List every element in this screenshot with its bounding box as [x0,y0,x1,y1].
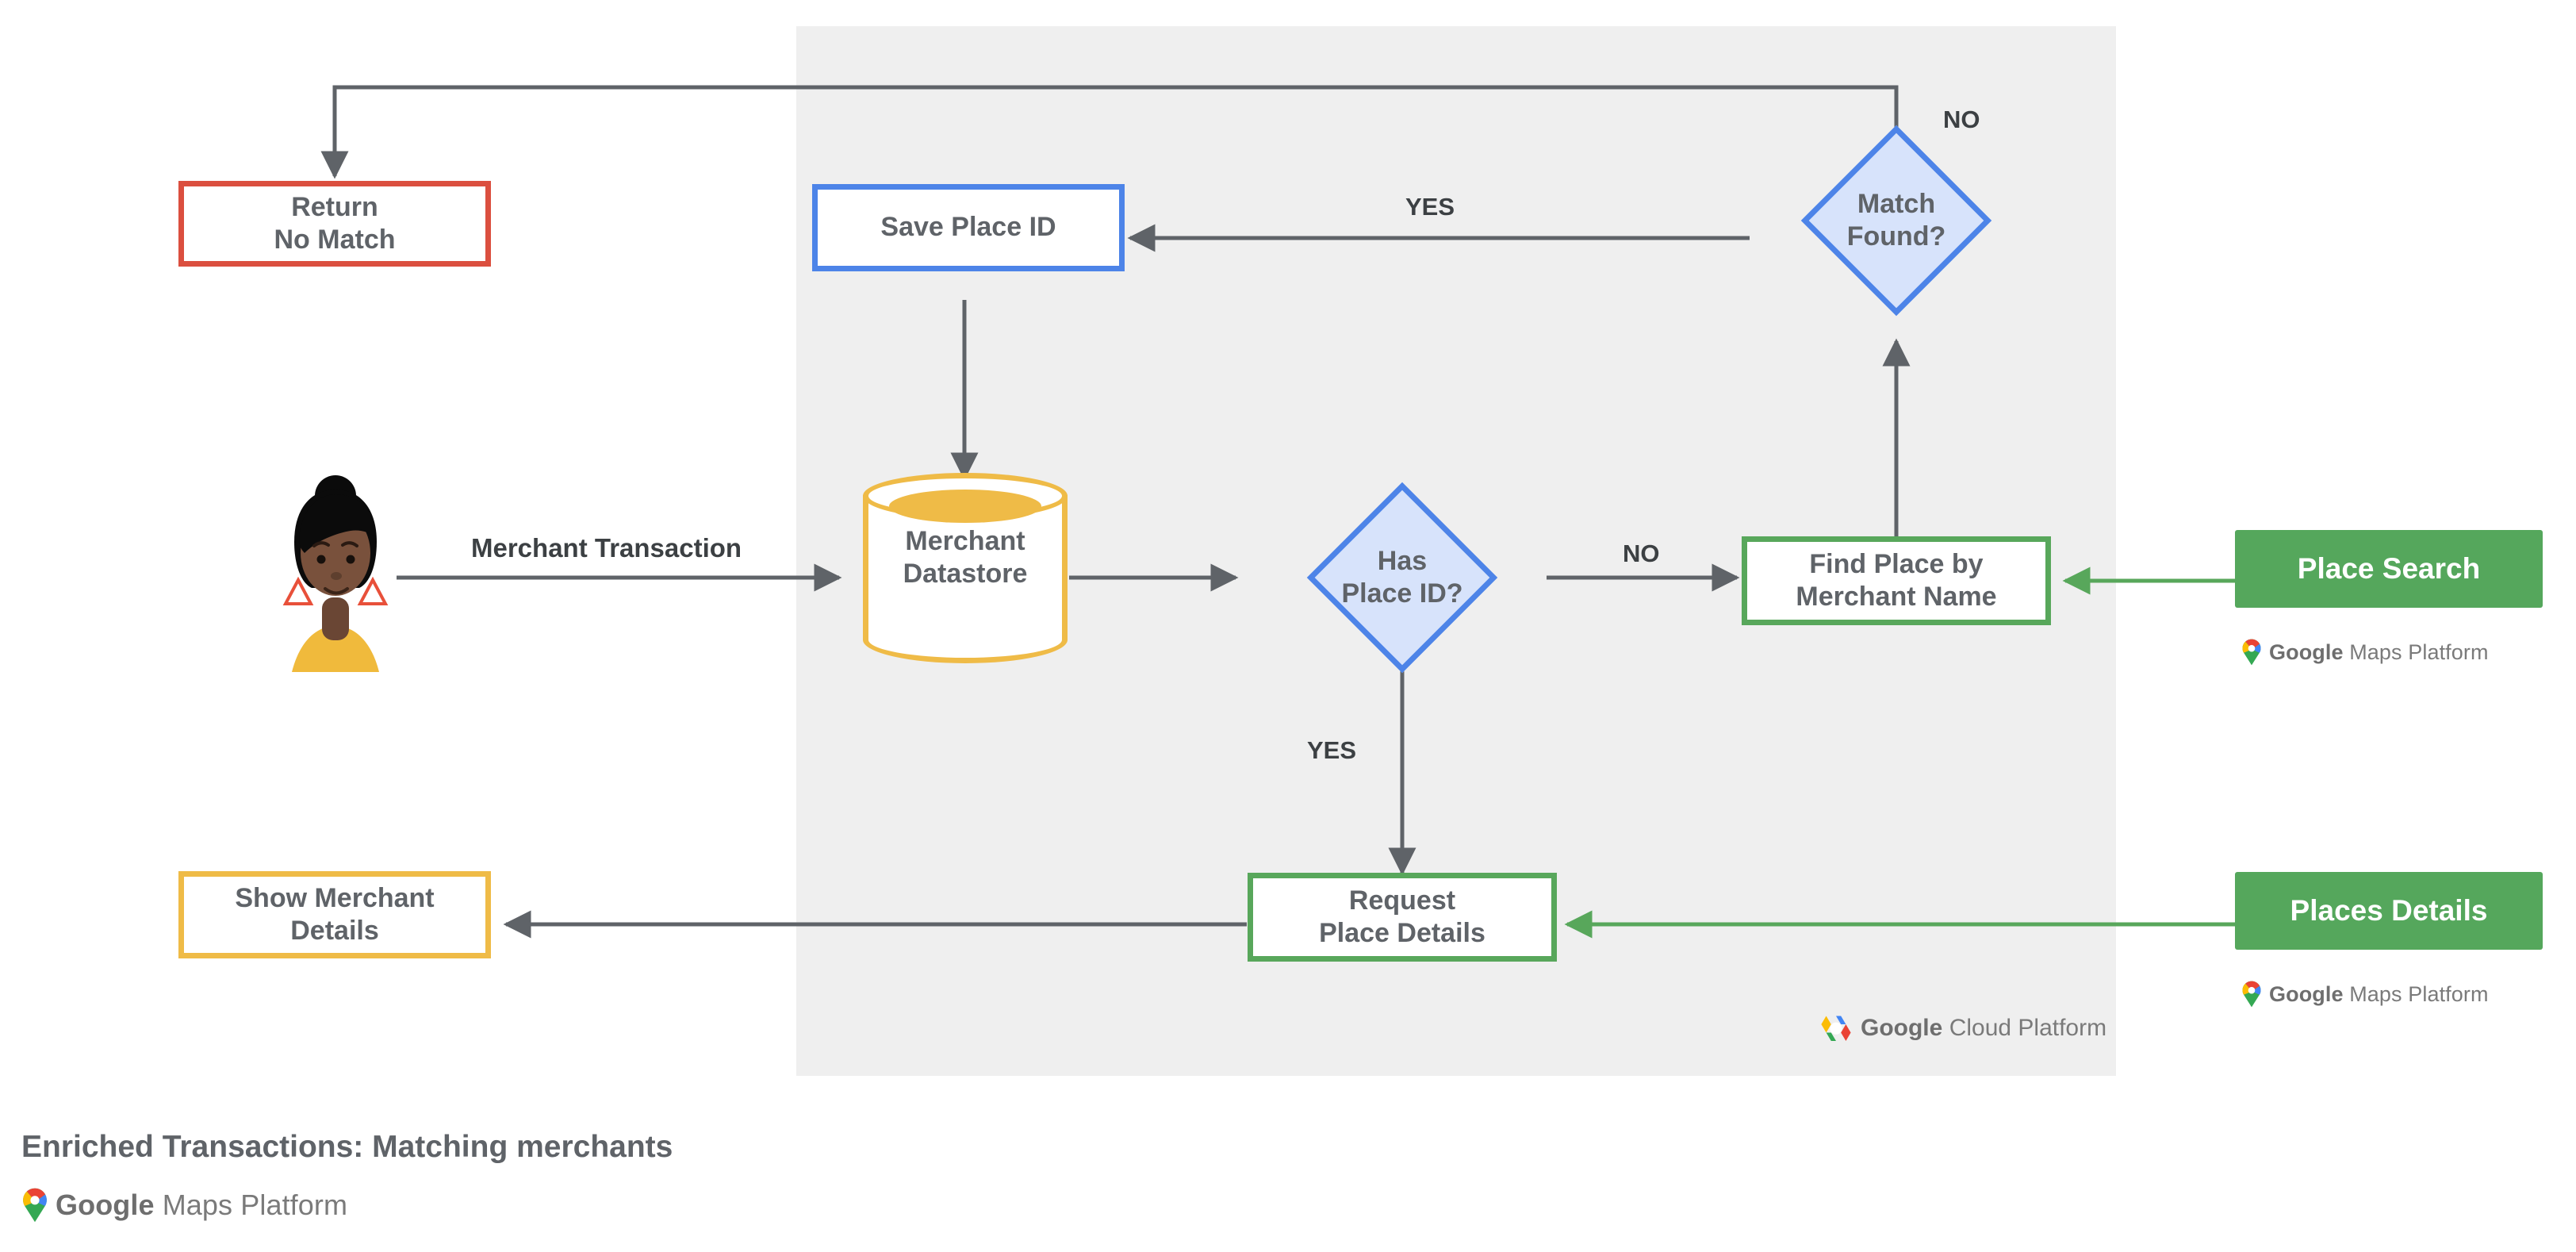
edge-label-match-found-no: NO [1943,106,1980,133]
cloud-logo-text: Google Cloud Platform [1861,1015,2106,1042]
maps-platform-logo-places-details: Google Maps Platform [2241,981,2489,1008]
maps-logo-rest-word: Maps Platform [162,1189,348,1221]
match-found-label: Match Found? [1846,189,1946,252]
has-place-id-label: Has Place ID? [1341,546,1463,609]
node-merchant-datastore[interactable]: Merchant Datastore [863,473,1068,663]
node-request-place-details[interactable]: Request Place Details [1248,873,1557,962]
maps-pin-icon [2242,981,2261,1008]
cloud-hexagon-icon [1821,1016,1851,1041]
maps-pin-icon [2242,639,2261,666]
maps-logo-google-word: Google [2269,639,2344,664]
node-find-place-by-merchant-name[interactable]: Find Place by Merchant Name [1742,536,2051,625]
diagram-caption: Enriched Transactions: Matching merchant… [21,1130,673,1164]
maps-logo-rest-word: Maps Platform [2349,639,2489,664]
edge-label-has-place-id-no: NO [1623,540,1660,567]
maps-platform-logo-place-search: Google Maps Platform [2241,639,2489,666]
maps-logo-google-word: Google [56,1189,155,1221]
merchant-datastore-label: Merchant Datastore [903,526,1028,590]
node-match-found[interactable]: Match Found? [1800,125,1992,317]
cloud-logo-rest-word: Cloud Platform [1949,1015,2107,1041]
avatar-illustration [282,475,389,672]
maps-platform-logo-text: Google Maps Platform [2269,640,2489,665]
cylinder-body [863,495,1068,663]
maps-logo-rest-word: Maps Platform [2349,981,2489,1006]
edge-label-match-found-yes: YES [1405,193,1455,221]
maps-pin-icon [23,1188,47,1223]
api-button-places-details[interactable]: Places Details [2235,872,2543,950]
maps-platform-logo-text: Google Maps Platform [2269,982,2489,1007]
edge-label-merchant-transaction: Merchant Transaction [471,533,742,563]
maps-platform-logo-footer: Google Maps Platform [21,1188,347,1223]
google-cloud-platform-logo: Google Cloud Platform [1820,1014,2106,1043]
cylinder-top-fill [889,490,1041,523]
node-return-no-match[interactable]: Return No Match [178,181,491,267]
maps-platform-logo-text: Google Maps Platform [56,1189,347,1222]
edge-label-has-place-id-yes: YES [1307,736,1357,764]
node-show-merchant-details[interactable]: Show Merchant Details [178,871,491,958]
merchant-customer-avatar [268,464,403,678]
api-button-place-search[interactable]: Place Search [2235,530,2543,608]
cylinder-top [863,473,1068,523]
node-has-place-id[interactable]: Has Place ID? [1306,482,1498,674]
maps-logo-google-word: Google [2269,981,2344,1006]
cloud-logo-google-word: Google [1861,1015,1943,1041]
node-save-place-id[interactable]: Save Place ID [812,184,1125,271]
